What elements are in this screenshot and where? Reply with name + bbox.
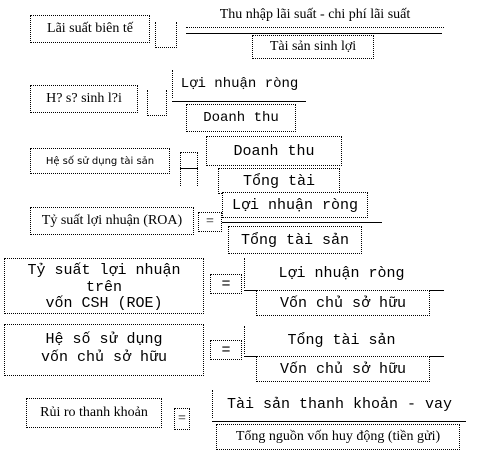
numerator-2: Lợi nhuận ròng xyxy=(180,76,299,92)
denominator-4: Tổng tài sản xyxy=(240,231,350,249)
label-he-so-von-line-1: Hệ số sử dụng xyxy=(45,331,163,348)
equals-box-3 xyxy=(180,152,198,186)
label-rui-ro-thanh-khoan: Rủi ro thanh khoản xyxy=(40,405,148,420)
label-roe-line-3: vốn CSH (ROE) xyxy=(45,295,163,312)
equals-box-4: = xyxy=(198,212,222,232)
label-he-so-su-dung-tai-san-box: Hệ số sử dụng tài sản xyxy=(30,148,170,174)
label-roa-box: Tỷ suất lợi nhuận (ROA) xyxy=(30,207,194,235)
label-roe-line-1: Tỷ suất lợi nhuận xyxy=(27,262,181,279)
numerator-box-7: Tài sản thanh khoản - vay xyxy=(212,390,466,418)
numerator-box-6: Tổng tài sản xyxy=(244,326,438,354)
fraction-bar-7 xyxy=(212,421,466,422)
denominator-box-1: Tài sản sinh lợi xyxy=(252,35,374,59)
label-roa: Tỷ suất lợi nhuận (ROA) xyxy=(41,213,183,228)
equals-sign-7: = xyxy=(178,411,186,426)
label-lai-suat-bien-te: Lãi suất biên tế xyxy=(47,21,133,36)
denominator-6: Vốn chủ sở hữu xyxy=(279,360,407,378)
equals-box-1 xyxy=(155,22,177,48)
fraction-bar-4 xyxy=(222,222,382,223)
equals-box-6: = xyxy=(210,340,242,360)
equals-box-5: = xyxy=(210,274,242,294)
denominator-7: Tổng nguồn vốn huy động (tiền gửi) xyxy=(235,429,441,444)
label-lai-suat-bien-te-box: Lãi suất biên tế xyxy=(30,15,150,43)
denominator-box-2: Doanh thu xyxy=(186,104,296,132)
denominator-box-4: Tổng tài sản xyxy=(228,226,362,254)
numerator-box-4: Lợi nhuận ròng xyxy=(222,192,368,218)
equals-box-7: = xyxy=(174,408,190,430)
denominator-5: Vốn chủ sở hữu xyxy=(279,294,407,312)
numerator-box-5: Lợi nhuận ròng xyxy=(244,258,438,288)
denominator-box-3: Tổng tài xyxy=(218,168,340,194)
numerator-5: Lợi nhuận ròng xyxy=(278,264,405,282)
label-he-so-von-line-2: vốn chủ sở hữu xyxy=(40,349,168,366)
equals-box-2 xyxy=(147,90,167,116)
label-roe-box: Tỷ suất lợi nhuận trên vốn CSH (ROE) xyxy=(4,258,204,314)
numerator-7: Tài sản thanh khoản - vay xyxy=(226,395,453,413)
fraction-bar-2 xyxy=(172,101,306,102)
equals-sign-4: = xyxy=(206,214,214,229)
label-he-so-sinh-loi: H? s? sinh l?i xyxy=(46,91,122,106)
numerator-box-2: Lợi nhuận ròng xyxy=(172,70,306,98)
numerator-3: Doanh thu xyxy=(233,142,315,160)
fraction-bar-1 xyxy=(186,33,442,34)
fraction-bar-3-stub xyxy=(180,168,198,169)
denominator-box-5: Vốn chủ sở hữu xyxy=(256,290,430,316)
label-rui-ro-thanh-khoan-box: Rủi ro thanh khoản xyxy=(26,398,162,428)
denominator-2: Doanh thu xyxy=(203,110,279,126)
label-he-so-sinh-loi-box: H? s? sinh l?i xyxy=(30,85,138,113)
numerator-box-3: Doanh thu xyxy=(206,136,342,166)
numerator-box-1: Thu nhập lãi suất - chi phí lãi suất xyxy=(186,2,444,28)
numerator-4: Lợi nhuận ròng xyxy=(231,196,359,214)
equals-sign-5: = xyxy=(221,275,231,293)
denominator-box-7: Tổng nguồn vốn huy động (tiền gửi) xyxy=(216,424,460,450)
denominator-1: Tài sản sinh lợi xyxy=(269,39,357,54)
numerator-6: Tổng tài sản xyxy=(287,331,396,349)
equals-sign-6: = xyxy=(221,341,231,359)
label-he-so-su-dung-tai-san: Hệ số sử dụng tài sản xyxy=(45,155,155,167)
numerator-1: Thu nhập lãi suất - chi phí lãi suất xyxy=(219,6,411,22)
denominator-3: Tổng tài xyxy=(242,172,315,190)
label-roe-line-2: trên xyxy=(85,279,122,296)
denominator-box-6: Vốn chủ sở hữu xyxy=(256,356,430,382)
label-he-so-su-dung-von-box: Hệ số sử dụng vốn chủ sở hữu xyxy=(4,324,204,376)
